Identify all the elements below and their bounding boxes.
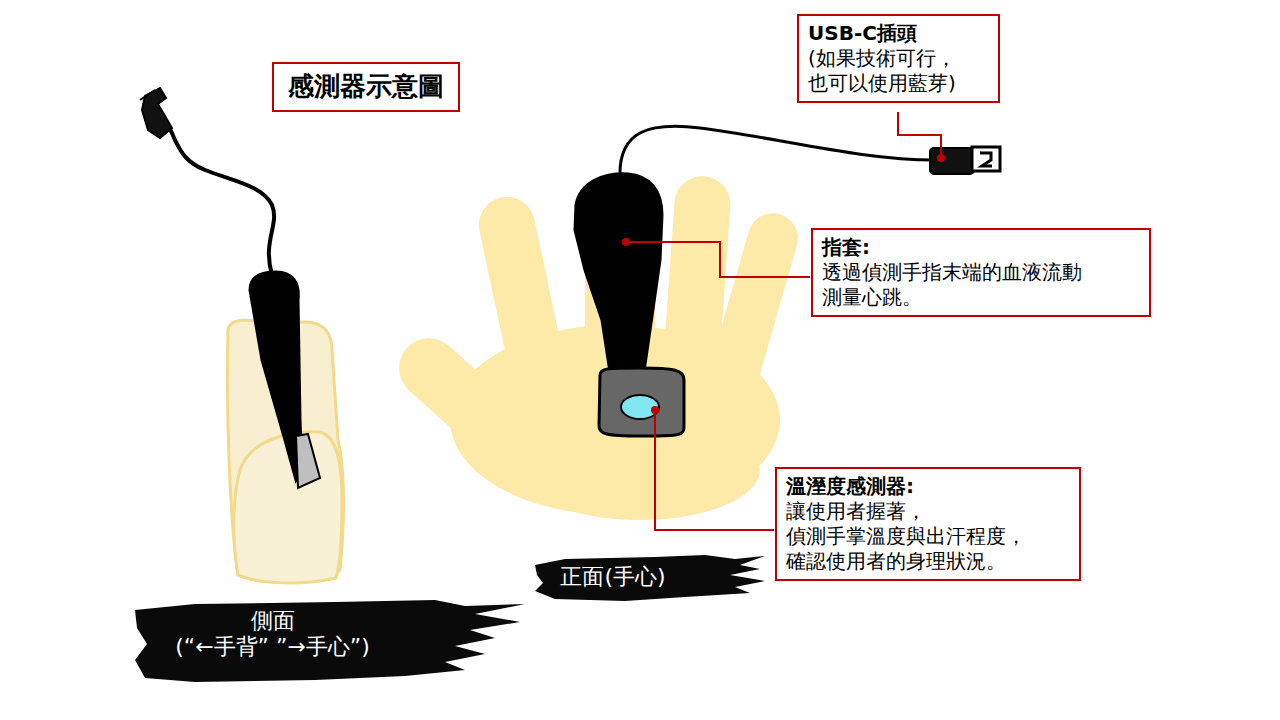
label-text: USB-C插頭 <box>808 21 989 46</box>
label-text: 側面 <box>251 608 295 634</box>
cable <box>160 112 274 275</box>
label-text: 指套: <box>822 235 1140 260</box>
leader-line <box>898 112 941 156</box>
label-text: (“←手背” ”→手心”) <box>175 634 370 660</box>
callout-box: 溫溼度感測器:讓使用者握著， 偵測手掌溫度與出汗程度， 確認使用者的身理狀況。 <box>775 467 1081 581</box>
leader-dot <box>622 238 630 246</box>
front-view-hand <box>387 172 804 520</box>
finger-sleeve <box>575 174 662 385</box>
label-text: 感測器示意圖 <box>288 70 444 104</box>
sensor-window <box>621 395 659 419</box>
brush-label: 側面(“←手背” ”→手心”) <box>135 600 525 682</box>
brush-shape <box>535 555 765 601</box>
callout-box: USB-C插頭(如果技術可行， 也可以使用藍芽) <box>797 14 1000 103</box>
label-text: 讓使用者握著， 偵測手掌溫度與出汗程度， 確認使用者的身理狀況。 <box>786 499 1070 574</box>
brush-label: 正面(手心) <box>535 553 765 603</box>
usb-plug <box>930 148 974 174</box>
usb-tip <box>972 147 1000 171</box>
usb-symbol <box>980 153 992 166</box>
label-text: 溫溼度感測器: <box>786 474 1070 499</box>
leader-line <box>655 410 774 530</box>
callout-box: 指套:透過偵測手指末端的血液流動 測量心跳。 <box>811 228 1151 317</box>
finger-sleeve <box>250 272 302 480</box>
leader-dot <box>937 154 945 162</box>
plug-tip <box>140 90 155 100</box>
title-box: 感測器示意圖 <box>272 62 460 112</box>
leader-line <box>626 242 810 277</box>
cable <box>620 126 935 178</box>
label-text: 正面(手心) <box>560 564 665 590</box>
side-view-hand <box>140 88 344 583</box>
leader-dot <box>651 406 659 414</box>
brush-text-area: 正面(手心) <box>553 564 673 590</box>
finger <box>696 207 803 427</box>
label-text: 透過偵測手指末端的血液流動 測量心跳。 <box>822 260 1140 310</box>
label-text: (如果技術可行， 也可以使用藍芽) <box>808 46 989 96</box>
brush-text-area: 側面(“←手背” ”→手心”) <box>135 608 410 661</box>
sensor-pad <box>296 434 320 488</box>
brush-shape <box>135 600 525 682</box>
sensor-pad <box>599 368 684 436</box>
